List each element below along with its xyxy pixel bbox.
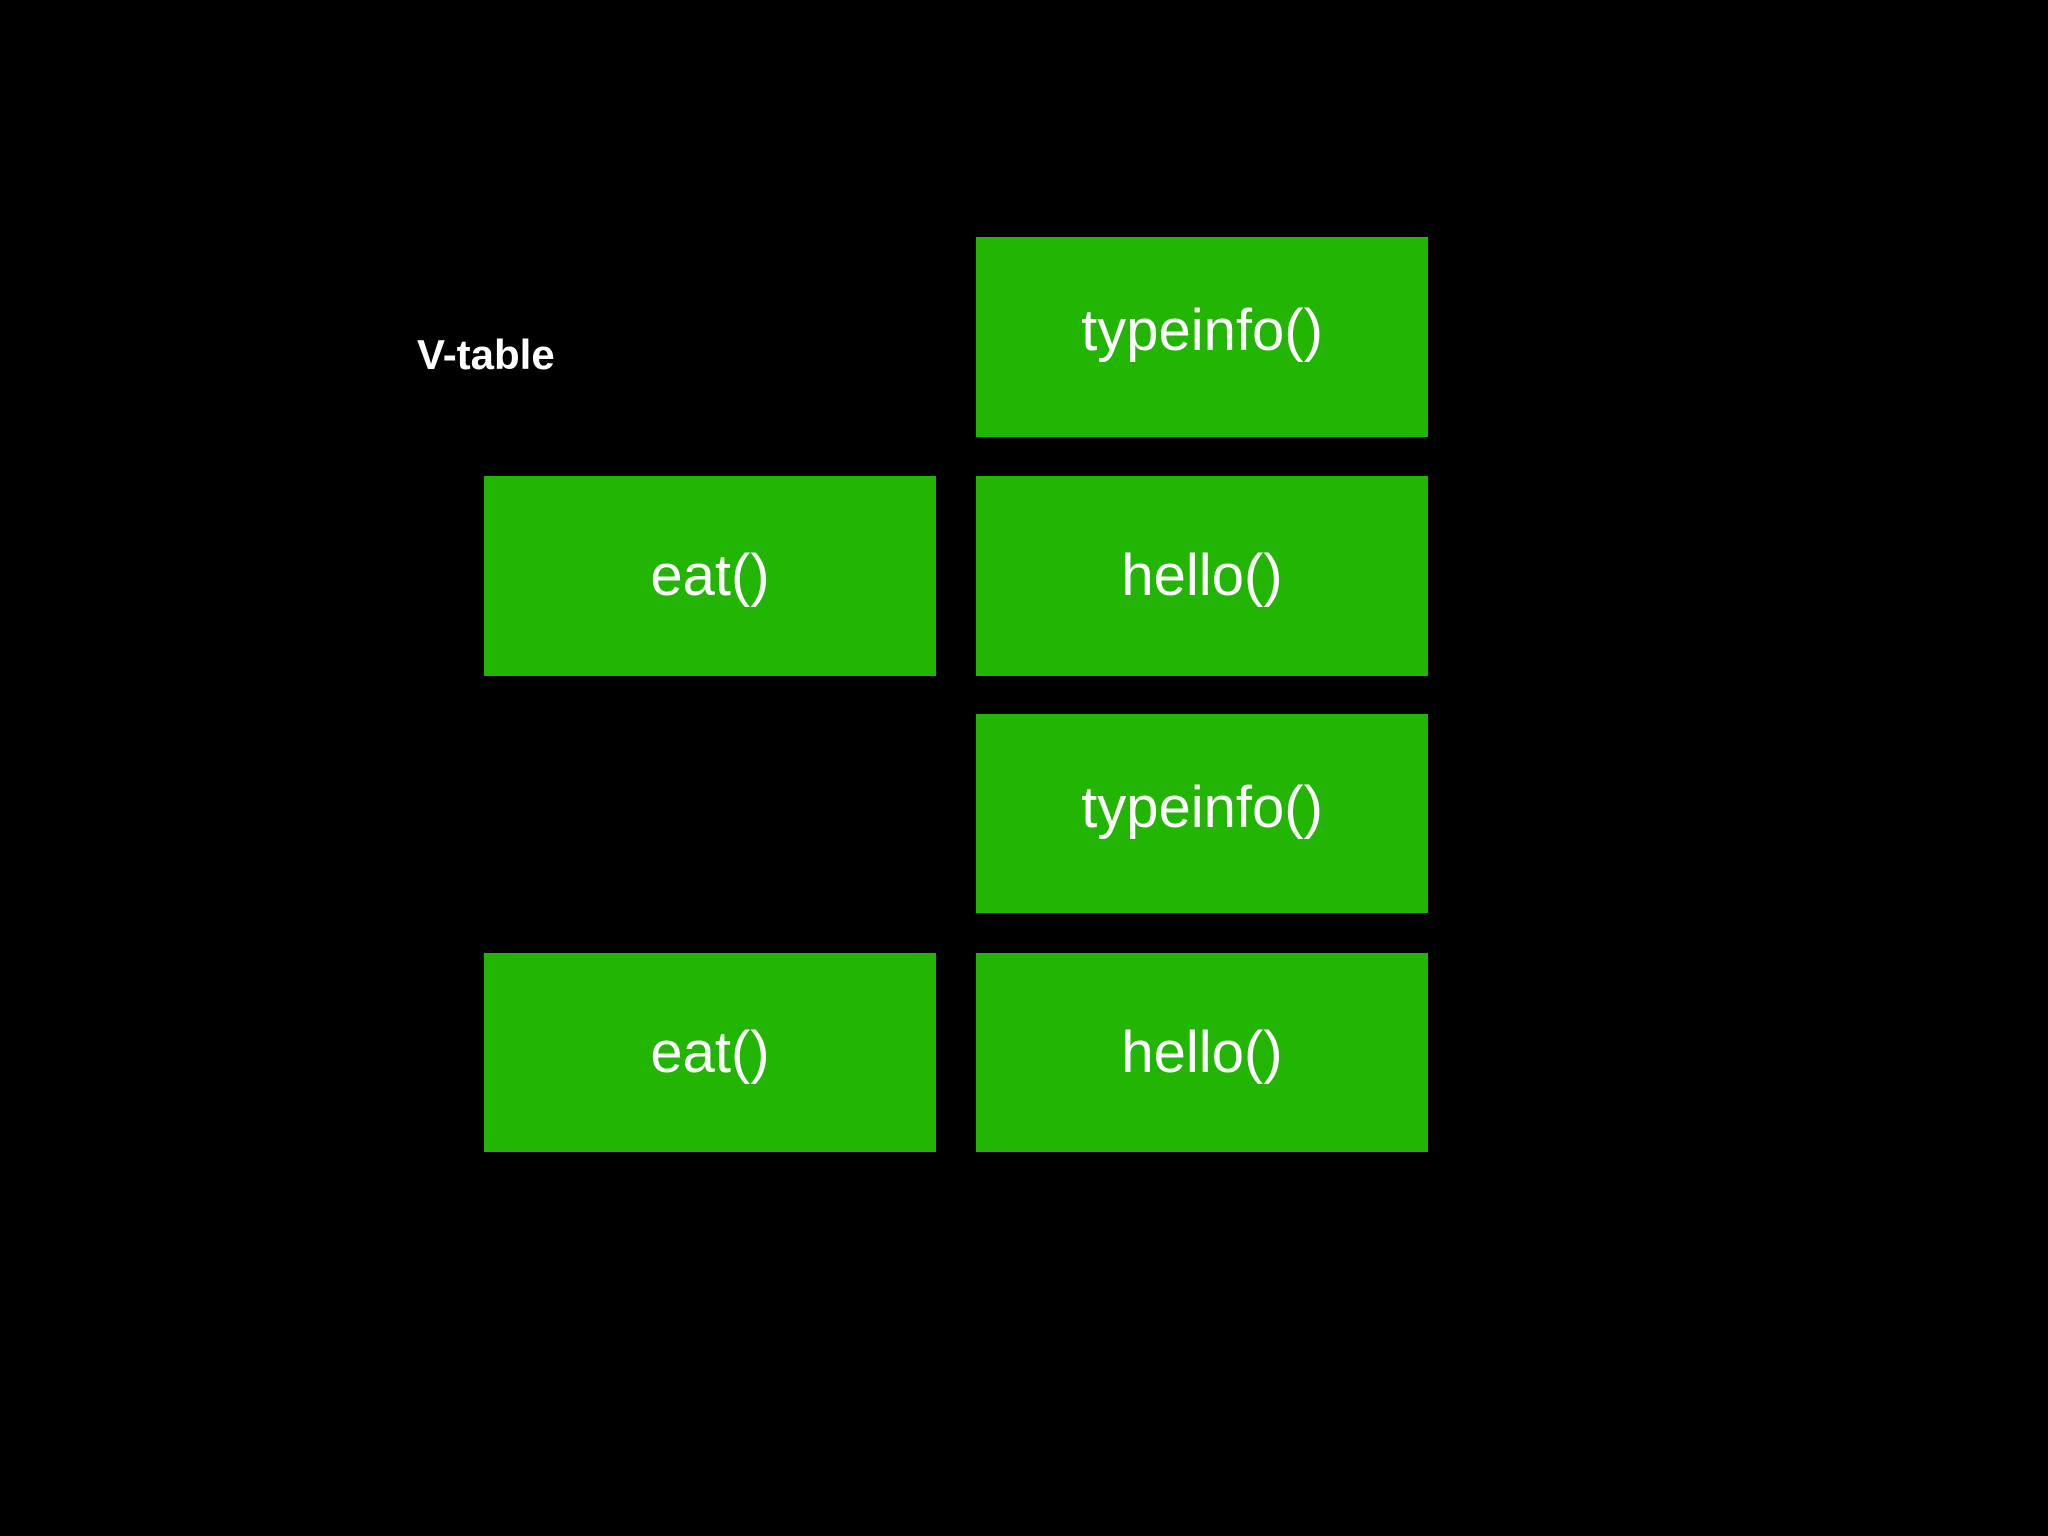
vtable-cell-label: typeinfo() xyxy=(1081,774,1323,840)
vtable-cell-typeinfo-1[interactable]: typeinfo() xyxy=(976,237,1428,437)
vtable-cell-eat-2[interactable]: eat() xyxy=(484,953,936,1152)
vtable-cell-label: eat() xyxy=(650,1019,770,1085)
vtable-cell-hello-1[interactable]: hello() xyxy=(976,476,1428,676)
vtable-cell-label: hello() xyxy=(1121,1019,1283,1085)
vtable-cell-eat-1[interactable]: eat() xyxy=(484,476,936,676)
vtable-cell-label: eat() xyxy=(650,543,770,608)
vtable-cell-label: typeinfo() xyxy=(1081,298,1323,363)
vtable-cell-typeinfo-2[interactable]: typeinfo() xyxy=(976,714,1428,913)
vtable-cell-label: hello() xyxy=(1121,543,1283,608)
vtable-cell-hello-2[interactable]: hello() xyxy=(976,953,1428,1152)
vtable-caption: V-table xyxy=(417,331,555,378)
